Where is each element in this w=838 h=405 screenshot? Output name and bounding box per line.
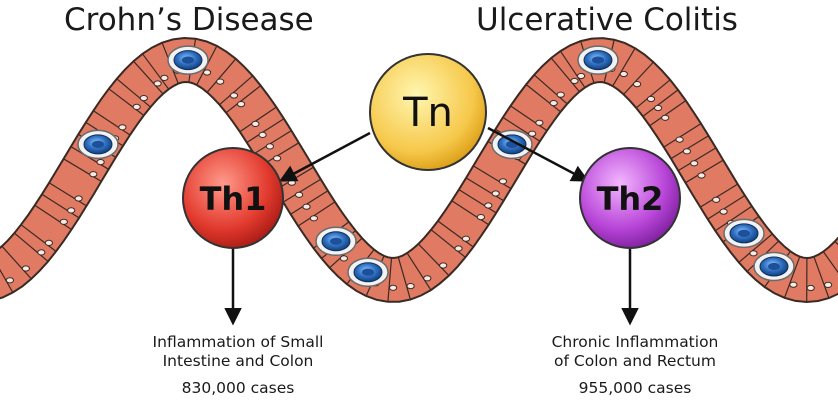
colitis-outcome-caption: Chronic Inflammation of Colon and Rectum	[520, 333, 750, 371]
cell-nucleus	[119, 125, 126, 130]
cell-nucleus	[154, 81, 161, 86]
cell-nucleus	[578, 73, 585, 78]
cell-nucleus	[133, 104, 140, 109]
cell-nucleus	[750, 251, 757, 256]
colitis-outcome-line2: of Colon and Rectum	[520, 352, 750, 371]
cell-nucleus	[536, 120, 543, 125]
cell-nucleus	[75, 196, 82, 201]
colitis-outcome-line1: Chronic Inflammation	[520, 333, 750, 352]
cell-nucleus	[6, 278, 13, 283]
cell-nucleus	[288, 180, 295, 185]
cell-nucleus	[252, 121, 259, 126]
goblet-cell-icon	[724, 219, 764, 247]
colitis-case-count: 955,000 cases	[520, 379, 750, 397]
cell-nucleus	[60, 219, 67, 224]
cell-nucleus	[340, 256, 347, 261]
cell-nucleus	[807, 285, 814, 290]
cell-nucleus	[45, 240, 52, 245]
cell-nucleus	[230, 93, 237, 98]
crohns-disease-heading: Crohn’s Disease	[64, 2, 314, 38]
goblet-cell-icon	[316, 227, 356, 255]
goblet-cell-icon	[754, 253, 794, 281]
cell-nucleus	[825, 282, 832, 287]
th1-label: Th1	[200, 180, 267, 218]
th2-cell-icon: Th2	[580, 148, 680, 248]
cell-nucleus	[698, 173, 705, 178]
goblet-cell-icon	[578, 46, 618, 74]
cell-nucleus	[462, 236, 469, 241]
ulcerative-colitis-heading: Ulcerative Colitis	[476, 2, 738, 38]
naive-t-cell-icon: Tn	[370, 54, 486, 170]
cell-nucleus	[550, 101, 557, 106]
cell-nucleus	[662, 115, 669, 120]
cell-nucleus	[97, 160, 104, 165]
cell-nucleus	[455, 246, 462, 251]
cell-nucleus	[683, 149, 690, 154]
goblet-cell-icon	[348, 258, 388, 286]
cell-nucleus	[440, 263, 447, 268]
cell-nucleus	[499, 179, 506, 184]
cell-nucleus	[676, 137, 683, 142]
cell-nucleus	[571, 78, 578, 83]
cell-nucleus	[529, 131, 536, 136]
goblet-cell-icon	[168, 46, 208, 74]
cell-nucleus	[68, 208, 75, 213]
cell-nucleus	[310, 216, 317, 221]
cell-nucleus	[477, 215, 484, 220]
cell-nucleus	[691, 161, 698, 166]
cell-nucleus	[647, 96, 654, 101]
cell-nucleus	[22, 266, 29, 271]
cell-nucleus	[238, 102, 245, 107]
cell-nucleus	[485, 203, 492, 208]
cell-nucleus	[266, 144, 273, 149]
tn-label: Tn	[402, 90, 453, 136]
cell-nucleus	[217, 79, 224, 84]
cell-nucleus	[407, 284, 414, 289]
cell-nucleus	[390, 285, 397, 290]
cell-nucleus	[492, 191, 499, 196]
cell-nucleus	[204, 70, 211, 75]
crohns-case-count: 830,000 cases	[118, 379, 358, 397]
cell-nucleus	[259, 132, 266, 137]
th2-label: Th2	[597, 180, 664, 218]
cell-nucleus	[303, 204, 310, 209]
crohns-outcome-line2: Intestine and Colon	[118, 352, 358, 371]
goblet-cell-icon	[78, 130, 118, 158]
crohns-outcome-caption: Inflammation of Small Intestine and Colo…	[118, 333, 358, 371]
cell-nucleus	[274, 156, 281, 161]
cell-nucleus	[38, 250, 45, 255]
cell-nucleus	[620, 71, 627, 76]
cell-nucleus	[90, 172, 97, 177]
cell-nucleus	[557, 92, 564, 97]
cell-nucleus	[424, 276, 431, 281]
th1-cell-icon: Th1	[183, 148, 283, 248]
cell-nucleus	[720, 209, 727, 214]
cell-nucleus	[634, 82, 641, 87]
cell-nucleus	[790, 282, 797, 287]
cell-nucleus	[713, 197, 720, 202]
cell-nucleus	[296, 192, 303, 197]
cell-nucleus	[140, 96, 147, 101]
cell-nucleus	[161, 75, 168, 80]
crohns-outcome-line1: Inflammation of Small	[118, 333, 358, 352]
cell-nucleus	[655, 105, 662, 110]
